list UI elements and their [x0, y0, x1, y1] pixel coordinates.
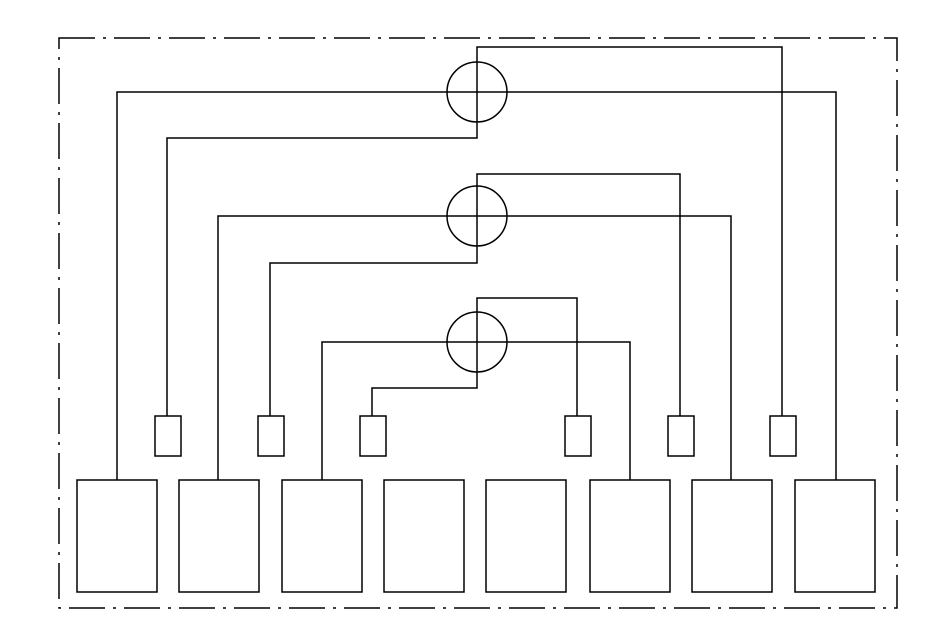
small-box-5	[667, 415, 695, 457]
large-box-1	[76, 479, 158, 593]
large-box-8	[794, 479, 876, 593]
upper-junction-circle	[446, 61, 508, 123]
large-box-2	[178, 479, 260, 593]
lower-junction-circle	[446, 311, 508, 373]
small-box-1	[154, 415, 182, 457]
wire-lower-inner	[371, 297, 578, 416]
large-box-7	[691, 479, 773, 593]
large-box-3	[281, 479, 363, 593]
upper-junction-group	[116, 46, 837, 480]
middle-junction-group	[217, 173, 732, 480]
wire-middle-inner	[269, 173, 681, 416]
small-box-3	[359, 415, 387, 457]
large-box-4	[383, 479, 465, 593]
middle-junction-circle	[446, 185, 508, 247]
small-box-6	[769, 415, 797, 457]
small-box-4	[564, 415, 592, 457]
wire-middle-outer	[217, 215, 732, 480]
lower-junction-group	[321, 297, 631, 480]
small-box-2	[257, 415, 285, 457]
wire-upper-outer	[116, 91, 837, 480]
wire-upper-inner	[166, 46, 783, 416]
enclosure-border	[58, 37, 898, 609]
large-box-5	[485, 479, 567, 593]
large-box-6	[589, 479, 671, 593]
wire-lower-outer	[321, 341, 631, 480]
